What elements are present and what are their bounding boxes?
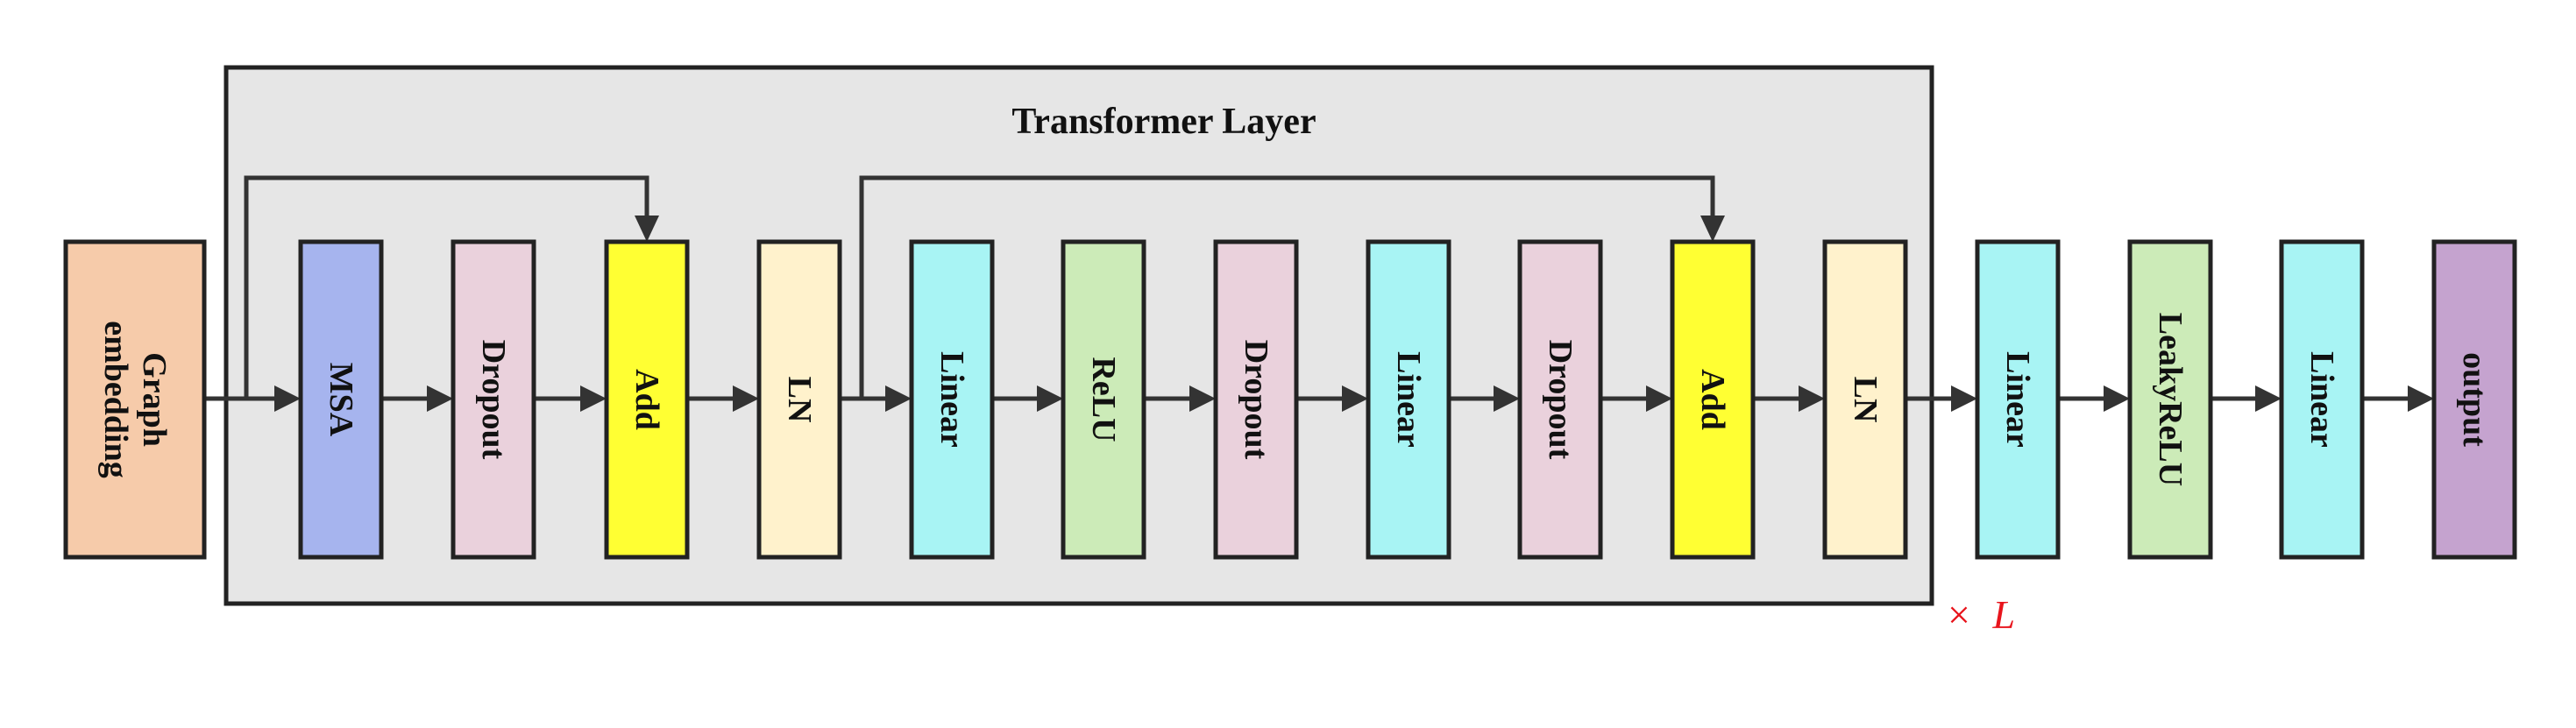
residual-connection-1	[244, 175, 649, 399]
block-dropout-3-label: Dropout	[1542, 340, 1579, 460]
block-add-2-label: Add	[1694, 369, 1731, 430]
block-dropout-2-label: Dropout	[1238, 340, 1274, 460]
repeat-symbol: ×	[1948, 592, 1970, 637]
block-linear-2: Linear	[1366, 239, 1451, 560]
block-dropout-3: Dropout	[1517, 239, 1603, 560]
block-add-1-label: Add	[628, 369, 665, 430]
block-linear-1-label: Linear	[933, 351, 970, 448]
block-graph-embedding-label: embedding	[97, 321, 134, 477]
arrowhead-dropout-3	[1494, 385, 1520, 412]
container-title: Transformer Layer	[1011, 102, 1316, 142]
arrowhead-dropout-2	[1189, 385, 1216, 412]
arrowhead-dropout-1	[427, 385, 453, 412]
block-ln-2-box	[1822, 239, 1908, 560]
arrowhead-add-2	[1646, 385, 1672, 412]
arrowhead-linear-3	[1951, 385, 1977, 412]
block-linear-4-label: Linear	[2303, 351, 2340, 448]
block-ln-2: LN	[1822, 239, 1908, 560]
block-ln-1-box	[756, 239, 842, 560]
block-add-2: Add	[1670, 239, 1756, 560]
block-linear-3-label: Linear	[1999, 351, 2036, 448]
block-linear-3-box	[1975, 239, 2061, 560]
arrowhead-ln-1	[733, 385, 759, 412]
block-linear-2-box	[1366, 239, 1451, 560]
block-linear-4-box	[2279, 239, 2365, 560]
block-msa-label: MSA	[323, 363, 359, 437]
block-dropout-2: Dropout	[1213, 239, 1299, 560]
block-leakyrelu-label: LeakyReLU	[2152, 313, 2189, 486]
arrowhead-linear-4	[2255, 385, 2281, 412]
arrowhead-relu	[1037, 385, 1063, 412]
block-output: output	[2431, 239, 2517, 560]
block-linear-2-label: Linear	[1390, 351, 1427, 448]
residual-connection-2	[859, 175, 1715, 399]
block-ln-2-label: LN	[1847, 377, 1884, 423]
block-leakyrelu-box	[2127, 239, 2213, 560]
block-graph-embedding-label: Graph	[136, 352, 173, 447]
block-linear-3: Linear	[1975, 239, 2061, 560]
residual-connection-1-arrowhead	[635, 216, 659, 242]
block-linear-4: Linear	[2279, 239, 2365, 560]
block-relu-label: ReLU	[1085, 357, 1122, 442]
block-dropout-1: Dropout	[451, 239, 536, 560]
block-ln-1: LN	[756, 239, 842, 560]
block-output-label: output	[2456, 352, 2493, 447]
arrowhead-msa	[274, 385, 301, 412]
repeat-label: × L	[1948, 592, 2015, 637]
block-ln-1-label: LN	[781, 377, 818, 423]
block-dropout-2-box	[1213, 239, 1299, 560]
block-add-1-box	[604, 239, 690, 560]
block-dropout-3-box	[1517, 239, 1603, 560]
block-linear-1-box	[909, 239, 995, 560]
block-relu: ReLU	[1061, 239, 1146, 560]
arrowhead-output	[2408, 385, 2434, 412]
arrowhead-add-1	[580, 385, 607, 412]
block-graph-embedding-box	[63, 239, 207, 560]
arrowhead-linear-2	[1342, 385, 1368, 412]
arrowhead-leakyrelu	[2104, 385, 2130, 412]
edges	[204, 175, 2434, 412]
block-relu-box	[1061, 239, 1146, 560]
block-add-1: Add	[604, 239, 690, 560]
block-dropout-1-box	[451, 239, 536, 560]
block-output-box	[2431, 239, 2517, 560]
block-leakyrelu: LeakyReLU	[2127, 239, 2213, 560]
repeat-var: L	[1991, 592, 2015, 637]
block-msa: MSA	[298, 239, 384, 560]
arrowhead-ln-2	[1799, 385, 1825, 412]
arrowhead-linear-1	[885, 385, 912, 412]
residual-connection-2-arrowhead	[1700, 216, 1725, 242]
block-linear-1: Linear	[909, 239, 995, 560]
block-msa-box	[298, 239, 384, 560]
block-add-2-box	[1670, 239, 1756, 560]
block-dropout-1-label: Dropout	[475, 340, 512, 460]
